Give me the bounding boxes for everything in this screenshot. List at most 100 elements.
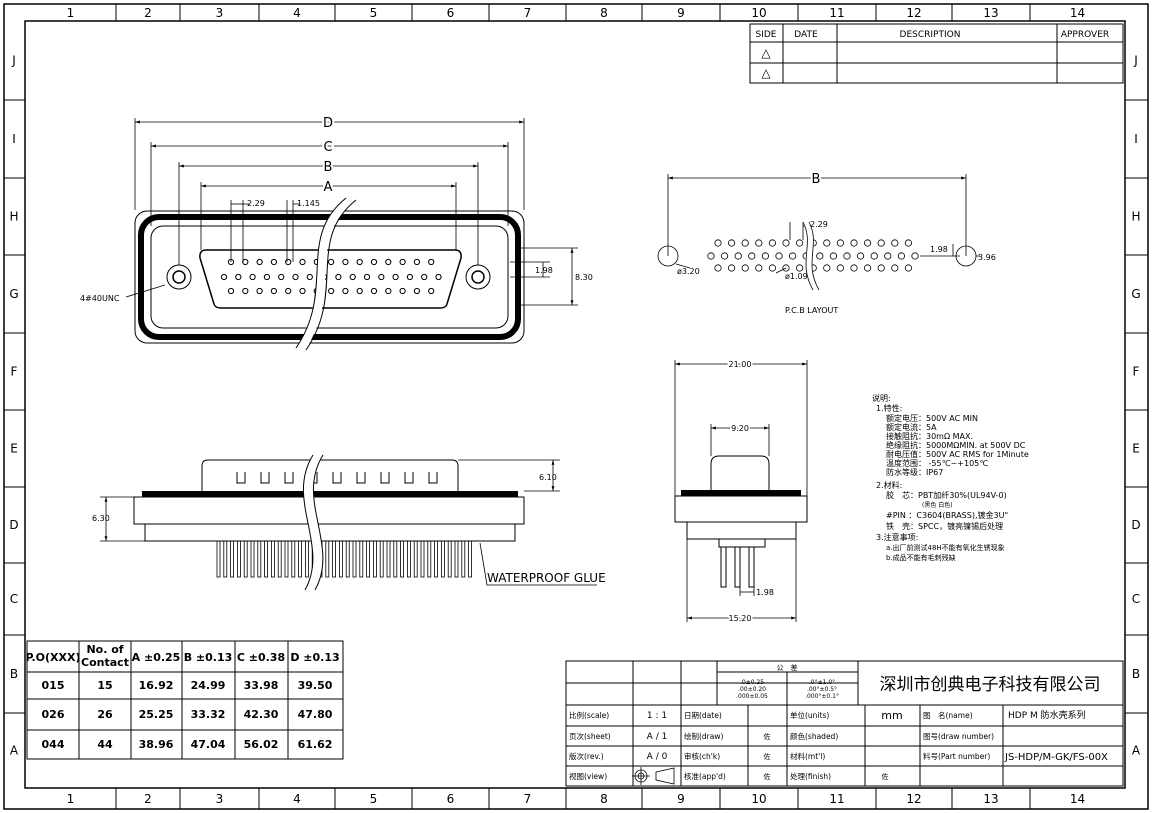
zone-row-label: F [1133,365,1140,379]
pcb-hole [775,252,783,260]
company-name: 深圳市创典电子科技有限公司 [880,675,1101,695]
solder-pin [216,540,221,578]
zone-column-label: 10 [751,6,766,20]
solder-pin [236,540,241,578]
solder-pin [250,540,255,578]
waterproof-glue-label: WATERPROOF GLUE [487,571,606,585]
tb-value-check: 佐 [764,752,771,761]
zone-column-label: 12 [906,6,921,20]
zone-row-label: A [10,744,19,758]
pcb-hole [748,252,756,260]
tb-value-finish: 佐 [882,772,889,781]
spec-header-contact-line1: No. of [86,643,123,656]
pitch-label: 2.29 [247,199,265,208]
tb-key: 颜色(shaded) [790,731,838,741]
tb-key: 版次(rev.) [569,751,604,761]
pcb-hole [741,264,749,272]
pcb-hole [850,239,858,247]
zone-column-label: 9 [677,6,685,20]
solder-pin [400,540,405,578]
solder-pin [291,540,296,578]
end-shell-width-label: 9.20 [731,424,749,433]
tb-value-part-number: JS-HDP/M-GK/FS-00X [1004,752,1108,763]
solder-pin [434,540,439,578]
spec-header: P.O(XXX) [25,651,80,664]
solder-pin [352,540,357,578]
tolerance-title: 公 差 [777,663,798,672]
contact-pin [256,258,263,266]
contact-pin [299,287,306,295]
zone-column-label: 2 [144,6,152,20]
notes-line: 额定电流：5A [886,422,937,432]
solder-pin [223,540,228,578]
pcb-hole [897,252,906,260]
zone-row-label: G [9,287,18,301]
tb-key: 页次(sheet) [569,731,611,741]
dim-B-label: B [324,160,333,175]
zone-row-label: C [1132,592,1140,606]
contact-slot [380,472,390,484]
end-pin-pitch-label: 1.98 [756,588,774,597]
zone-column-label: 11 [829,792,844,806]
contact-pin [278,273,285,281]
notes-line: 3.注意事项: [876,532,918,542]
zone-column-label: 6 [447,792,455,806]
pcb-hole [782,264,790,272]
zone-column-label: 8 [600,6,608,20]
zone-column-label: 2 [144,792,152,806]
contact-slot [236,472,246,484]
contact-pin [263,273,270,281]
solder-pin [325,540,330,578]
tb-key: 料号(Part number) [923,751,990,761]
notes-line: b.成品不能有毛刺残缺 [886,553,956,562]
pcb-hole [891,264,899,272]
solder-pin [298,540,303,578]
contact-pin [428,258,435,266]
pcb-hole [829,252,838,260]
tb-value-scale: 1 : 1 [647,711,667,721]
side-view: 6.10 6.30 WATERPROOF GLUE [92,452,606,593]
solder-pin [379,540,384,578]
pcb-hole [755,264,763,272]
spec-header: C ±0.38 [237,651,285,664]
contact-slot [428,472,438,484]
notes-line: 1.特性: [876,403,902,413]
spec-cell: 56.02 [244,738,279,751]
contact-pin [227,287,235,295]
pcb-hole [856,252,865,260]
spec-cell: 61.62 [298,738,333,751]
zone-column-label: 5 [370,792,378,806]
contact-pin [370,287,378,295]
solder-pin [447,540,452,578]
rev-mark-1: △ [761,46,771,60]
spec-cell: 25.25 [139,708,174,721]
pcb-hole [816,252,824,260]
zone-column-label: 8 [600,792,608,806]
tb-value-rev: A / 0 [647,752,668,762]
contact-slot [284,472,294,484]
contact-pin [363,273,371,281]
solder-pin [345,540,350,578]
spec-cell: 47.04 [191,738,226,751]
contact-pin [285,287,292,295]
pcb-layout: B 2.29 ø3.20 ø1.09 1.98 3.96 P.C.B LAYOU… [657,170,996,315]
spec-cell: 33.32 [191,708,226,721]
contact-slot [356,472,366,484]
contact-slot [332,472,342,484]
tolerance-linear: .00±0.20 [738,686,766,693]
contact-pin [242,258,249,266]
notes: 说明: 1.特性: 额定电压：500V AC MIN 额定电流：5A 接触阻抗：… [872,393,1029,562]
spec-header: D ±0.13 [290,651,339,664]
contact-pin [342,258,349,266]
solder-pin [427,540,432,578]
pcb-hole [734,252,742,260]
contact-pin [406,273,413,281]
zone-column-label: 9 [677,792,685,806]
pcb-dim-B-label: B [812,172,821,187]
notes-line: 铁 壳：SPCC，镀亮镍锡后处理 [886,521,1003,531]
contact-pin [413,258,420,266]
solder-pin [440,540,445,578]
end-view: 21.00 9.20 1.98 15.20 [674,359,808,625]
zone-row-label: B [1132,667,1140,681]
